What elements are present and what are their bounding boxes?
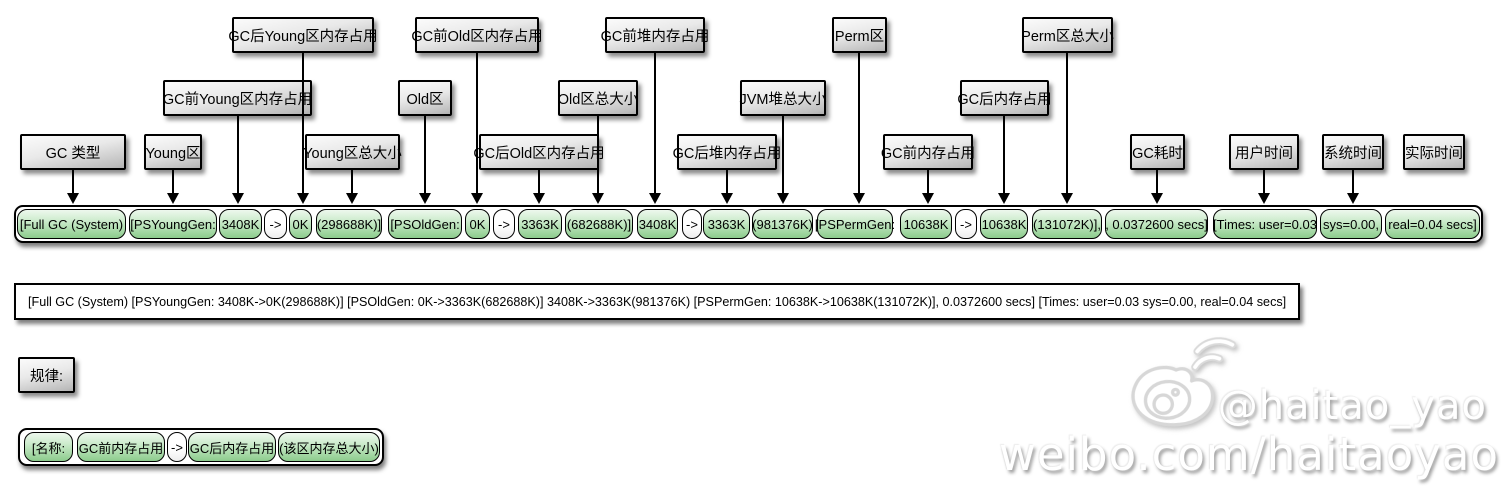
label-young-gen: Young区	[144, 134, 202, 170]
arrow-down-icon	[1347, 170, 1359, 204]
arrow-down-icon	[1258, 170, 1270, 204]
log-segment: sys=0.00,	[1320, 209, 1382, 239]
rule-label: 规律:	[18, 357, 75, 393]
log-segment: (131072K)],	[1032, 209, 1102, 239]
log-segment: [Times: user=0.03	[1213, 209, 1317, 239]
log-segment: , 0.0372600 secs]	[1105, 209, 1208, 239]
label-perm-total: Perm区总大小	[1021, 17, 1114, 53]
label-gc-time: GC耗时	[1130, 134, 1185, 170]
log-segment: [Full GC (System)	[17, 209, 126, 239]
log-segment-arrow: ->	[493, 209, 515, 239]
log-segment: (298688K)]	[316, 209, 382, 239]
label-heap-after: GC后堆内存占用	[673, 134, 781, 170]
label-perm-after: GC后内存占用	[957, 80, 1052, 116]
label-sys-time: 系统时间	[1322, 134, 1384, 170]
pattern-segment-arrow: ->	[167, 432, 187, 462]
label-young-total: Young区总大小	[303, 134, 402, 170]
log-segment: 3408K	[219, 209, 262, 239]
arrow-down-icon	[297, 53, 309, 204]
log-segment: (981376K)	[752, 209, 813, 239]
log-segment: 0K	[465, 209, 490, 239]
log-segment: (682688K)]	[565, 209, 633, 239]
label-perm-gen: Perm区	[832, 17, 887, 53]
log-segment: [PSPermGen:	[815, 209, 895, 239]
log-segment: [PSOldGen:	[388, 209, 462, 239]
pattern-segment: GC前内存占用	[77, 432, 165, 462]
log-segment-arrow: ->	[682, 209, 702, 239]
label-old-before: GC前Old区内存占用	[411, 17, 543, 53]
log-segment: [PSYoungGen:	[129, 209, 217, 239]
label-young-after: GC后Young区内存占用	[228, 17, 378, 53]
label-heap-before: GC前堆内存占用	[601, 17, 709, 53]
label-perm-before: GC前内存占用	[881, 134, 975, 170]
log-segment: 0K	[289, 209, 312, 239]
pattern-segment: (该区内存总大小)	[278, 432, 380, 462]
label-young-before: GC前Young区内存占用	[163, 80, 312, 116]
log-segment: 3408K	[637, 209, 678, 239]
arrow-down-icon	[419, 116, 431, 204]
label-real-time: 实际时间	[1403, 134, 1465, 170]
label-gc-type: GC 类型	[20, 134, 126, 170]
pattern-segment: GC后内存占用	[188, 432, 276, 462]
arrow-down-icon	[471, 53, 483, 204]
arrow-down-icon	[998, 116, 1010, 204]
arrow-down-icon	[777, 116, 789, 204]
arrow-down-icon	[649, 53, 661, 204]
arrow-down-icon	[533, 170, 545, 204]
label-heap-total: JVM堆总大小	[740, 80, 827, 116]
log-segment: 10638K	[980, 209, 1028, 239]
arrow-down-icon	[67, 170, 79, 204]
arrow-down-icon	[592, 116, 604, 204]
arrow-down-icon	[346, 170, 358, 204]
arrow-down-icon	[232, 116, 244, 204]
log-segment: 10638K	[900, 209, 952, 239]
weibo-logo-icon	[1131, 337, 1237, 427]
log-segment-arrow: ->	[264, 209, 287, 239]
label-user-time: 用户时间	[1229, 134, 1299, 170]
log-segment: 3363K	[518, 209, 562, 239]
log-segment: real=0.04 secs]	[1385, 209, 1480, 239]
label-old-total: Old区总大小	[558, 80, 638, 116]
arrow-down-icon	[167, 170, 179, 204]
arrow-down-icon	[1061, 53, 1073, 204]
arrow-down-icon	[721, 170, 733, 204]
log-format-row: [Full GC (System) [PSYoungGen: 3408K -> …	[14, 205, 1483, 243]
watermark-site: weibo.com/haitaoyao	[999, 428, 1499, 481]
log-segment: 3363K	[703, 209, 750, 239]
arrow-down-icon	[922, 170, 934, 204]
gc-log-line: [Full GC (System) [PSYoungGen: 3408K->0K…	[14, 283, 1301, 320]
pattern-segment: [名称:	[24, 432, 73, 462]
watermark-handle: @haitao_yao	[1217, 383, 1487, 429]
label-old-gen: Old区	[398, 80, 452, 116]
label-old-after: GC后Old区内存占用	[473, 134, 605, 170]
arrow-down-icon	[1151, 170, 1163, 204]
log-segment-arrow: ->	[955, 209, 977, 239]
arrow-down-icon	[853, 53, 865, 204]
pattern-row: [名称: GC前内存占用 -> GC后内存占用 (该区内存总大小)	[18, 428, 384, 466]
